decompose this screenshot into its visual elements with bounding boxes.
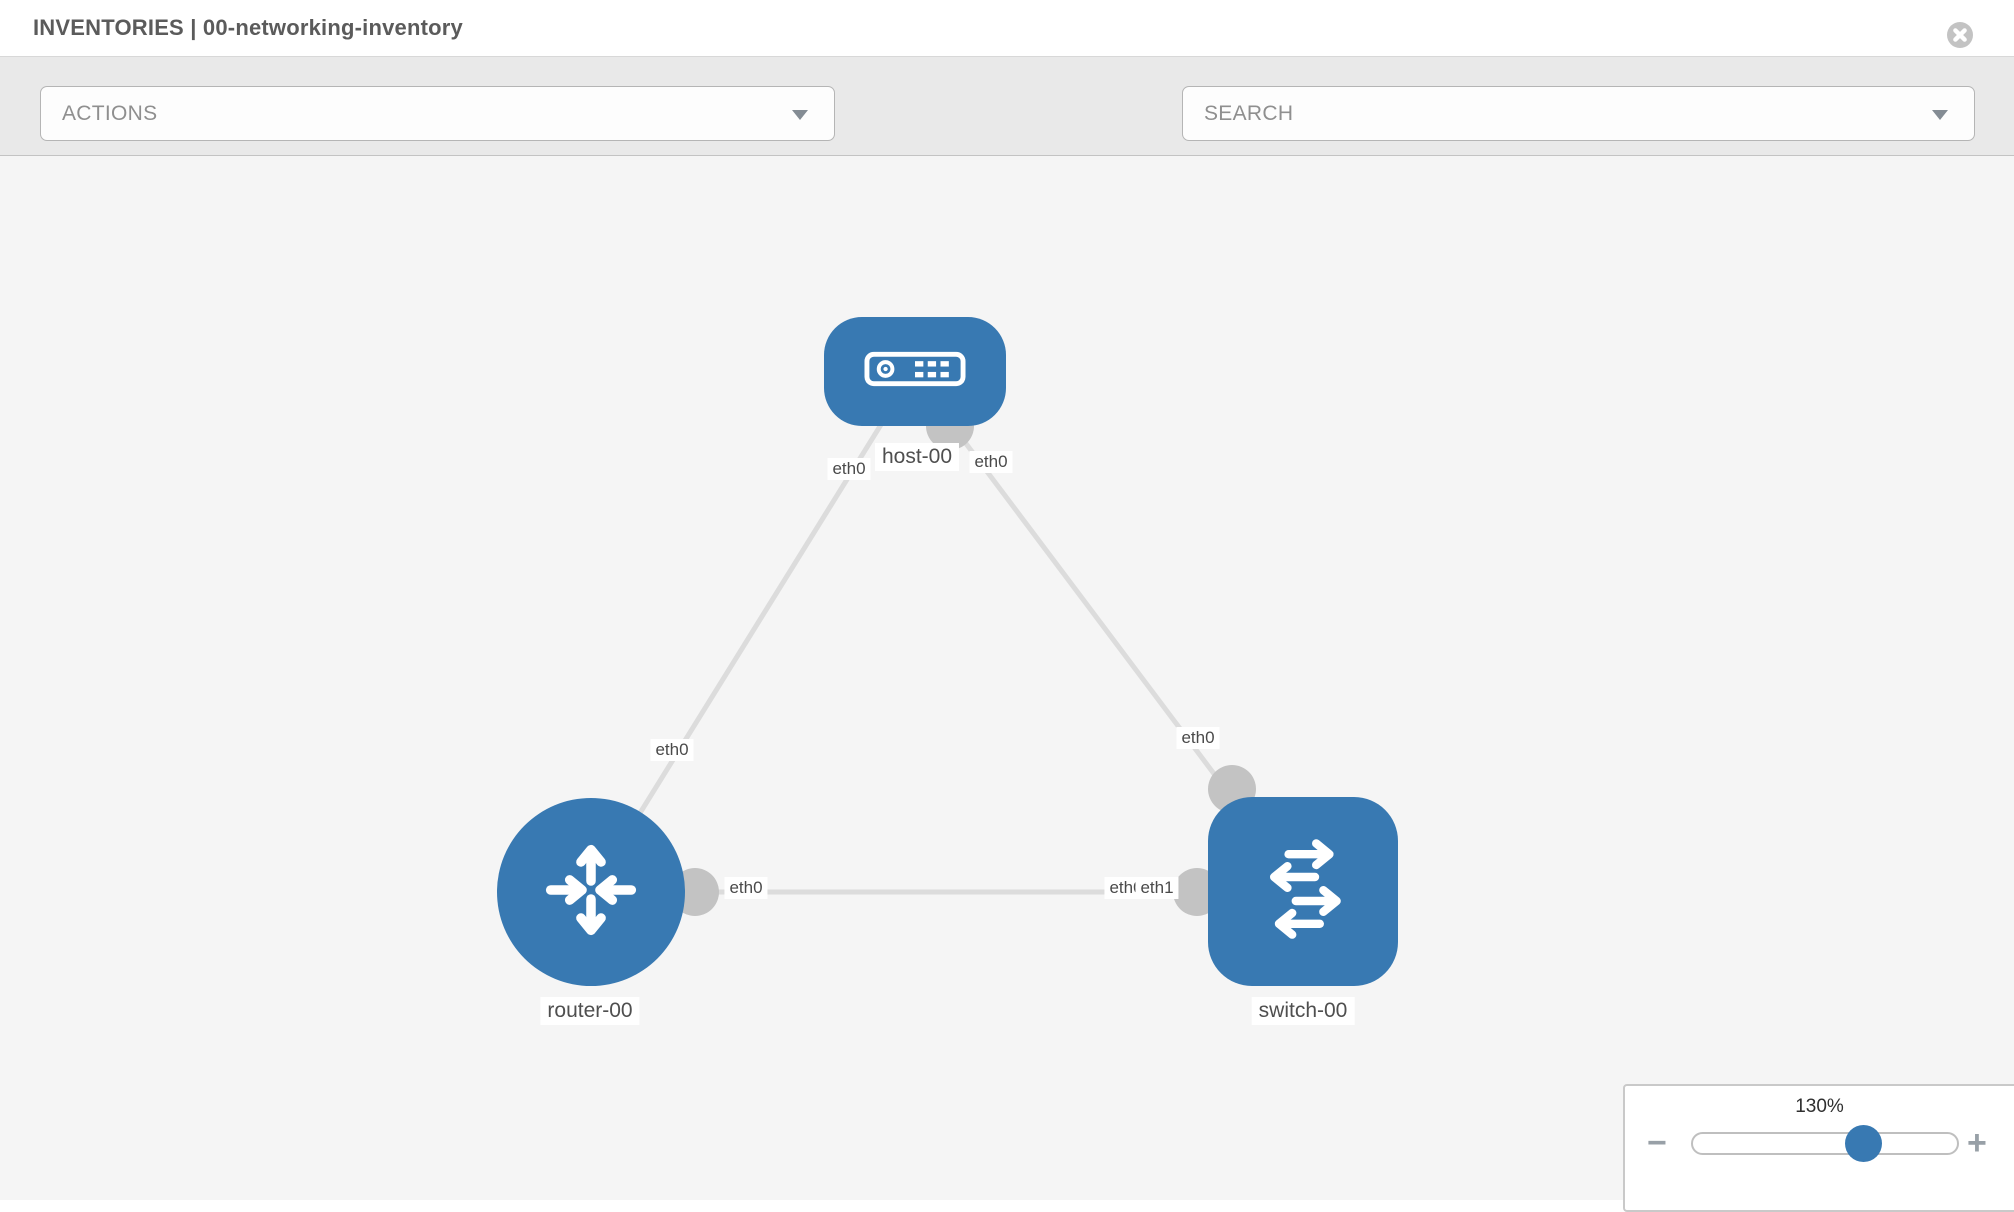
zoom-panel: 130% − + bbox=[1623, 1084, 2014, 1212]
page-title: INVENTORIES | 00-networking-inventory bbox=[33, 15, 463, 40]
router-icon bbox=[535, 834, 647, 951]
if-label-router-uplink: eth0 bbox=[650, 739, 694, 761]
zoom-level-label: 130% bbox=[1795, 1096, 1844, 1117]
search-dropdown[interactable]: SEARCH bbox=[1182, 86, 1975, 141]
chevron-down-icon bbox=[792, 109, 808, 120]
toolbar: ACTIONS SEARCH bbox=[0, 57, 2014, 184]
if-label-router-right: eth0 bbox=[724, 877, 768, 899]
if-label-switch-left-eth1: eth1 bbox=[1135, 877, 1179, 899]
topology-canvas[interactable] bbox=[0, 156, 2014, 1200]
search-placeholder: SEARCH bbox=[1204, 101, 1294, 125]
zoom-slider-track[interactable] bbox=[1691, 1132, 1959, 1155]
if-label-host-left: eth0 bbox=[827, 458, 871, 480]
node-label-router: router-00 bbox=[540, 997, 640, 1025]
chevron-down-icon bbox=[1932, 109, 1948, 120]
node-label-switch: switch-00 bbox=[1251, 997, 1355, 1025]
node-router-00[interactable] bbox=[497, 798, 685, 986]
node-label-host: host-00 bbox=[874, 443, 960, 471]
node-host-00[interactable] bbox=[824, 317, 1006, 426]
close-button[interactable] bbox=[1946, 21, 1974, 49]
if-label-host-right: eth0 bbox=[969, 451, 1013, 473]
switch-icon bbox=[1243, 829, 1363, 954]
zoom-in-button[interactable]: + bbox=[1967, 1124, 1987, 1162]
actions-dropdown-label: ACTIONS bbox=[62, 101, 158, 125]
zoom-out-button[interactable]: − bbox=[1647, 1124, 1667, 1162]
node-switch-00[interactable] bbox=[1208, 797, 1398, 986]
header: INVENTORIES | 00-networking-inventory bbox=[0, 0, 2014, 57]
if-label-switch-uplink: eth0 bbox=[1176, 727, 1220, 749]
actions-dropdown[interactable]: ACTIONS bbox=[40, 86, 835, 141]
zoom-slider-thumb[interactable] bbox=[1845, 1125, 1882, 1162]
server-icon bbox=[864, 351, 966, 392]
close-icon bbox=[1946, 22, 1974, 52]
